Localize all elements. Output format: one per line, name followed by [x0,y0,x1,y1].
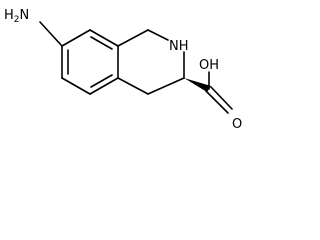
hydroxyl-label: OH [199,58,219,73]
ring-nh-label: NH [169,39,189,54]
bond-c4a-c5 [89,77,119,95]
double-bond-c8-c8a [90,36,113,50]
bond-c5-c6 [61,77,91,95]
bond-c-o-double-a [205,90,229,114]
bond-c-o-double-b [210,86,233,110]
bond-c8a-c1 [117,29,149,47]
double-bond-c4a-c5 [90,74,113,88]
piperidine-ring [117,29,185,95]
molecule-drawing: H2N NH OH O [4,8,242,132]
bond-c7-c8 [61,29,91,47]
structure-canvas: H2N NH OH O [4,8,242,132]
bond-c8-c8a [89,29,119,47]
bond-c3-c4 [147,77,185,95]
bond-c7-nh2 [39,21,63,47]
wedge-bond-c3-cooh [184,78,211,92]
amine-label: H2N [4,8,29,25]
carbonyl-oxygen-label: O [232,117,242,132]
benzene-ring [61,29,119,95]
carboxyl-group [205,71,233,114]
bond-c1-n2 [147,29,169,41]
bond-c4-c4a [117,77,149,95]
